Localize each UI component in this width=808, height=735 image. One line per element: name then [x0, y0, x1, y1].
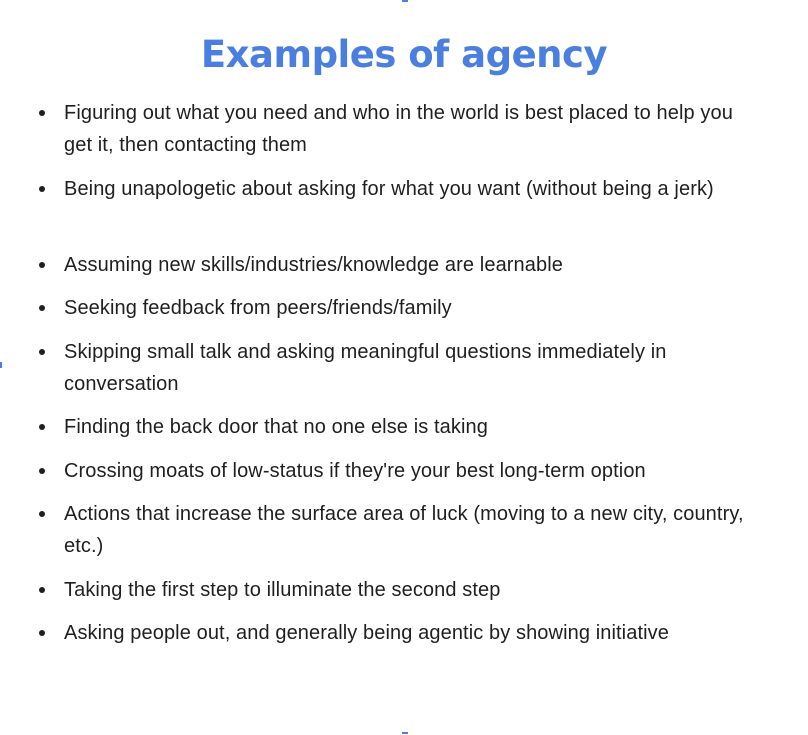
bullet-text: Assuming new skills/industries/knowledge… [64, 254, 563, 276]
bullet-text: Crossing moats of low-status if they're … [64, 460, 646, 482]
bullet-item: Assuming new skills/industries/knowledge… [39, 249, 764, 281]
bullet-text: Finding the back door that no one else i… [64, 416, 488, 438]
bullet-dot-icon [39, 630, 45, 636]
bullet-dot-icon [39, 305, 45, 311]
bullet-item: Being unapologetic about asking for what… [39, 173, 764, 205]
bullet-dot-icon [39, 587, 45, 593]
bullet-dot-icon [39, 349, 45, 355]
bullet-dot-icon [39, 186, 45, 192]
bullet-item: Taking the first step to illuminate the … [39, 574, 764, 606]
bullet-item: Skipping small talk and asking meaningfu… [39, 336, 764, 400]
bullet-text: Being unapologetic about asking for what… [64, 178, 714, 200]
bullet-dot-icon [39, 511, 45, 517]
selection-handle-bottom[interactable] [402, 732, 408, 734]
bullet-dot-icon [39, 424, 45, 430]
bullet-text: Actions that increase the surface area o… [64, 503, 744, 557]
bullet-text: Skipping small talk and asking meaningfu… [64, 341, 667, 395]
bullet-item: Crossing moats of low-status if they're … [39, 455, 764, 487]
bullet-text: Asking people out, and generally being a… [64, 622, 669, 644]
bullet-dot-icon [39, 110, 45, 116]
selection-handle-top[interactable] [402, 0, 408, 2]
bullet-item: Figuring out what you need and who in th… [39, 97, 764, 161]
bullet-item: Asking people out, and generally being a… [39, 617, 764, 649]
bullet-text: Seeking feedback from peers/friends/fami… [64, 297, 452, 319]
bullet-text: Figuring out what you need and who in th… [64, 102, 733, 156]
bullet-text: Taking the first step to illuminate the … [64, 579, 501, 601]
bullet-item: Actions that increase the surface area o… [39, 498, 764, 562]
selection-handle-left[interactable] [0, 362, 2, 368]
slide-title: Examples of agency [200, 33, 608, 76]
bullet-item: Finding the back door that no one else i… [39, 411, 764, 443]
bullet-dot-icon [39, 262, 45, 268]
bullet-item: Seeking feedback from peers/friends/fami… [39, 292, 764, 324]
bullet-dot-icon [39, 468, 45, 474]
